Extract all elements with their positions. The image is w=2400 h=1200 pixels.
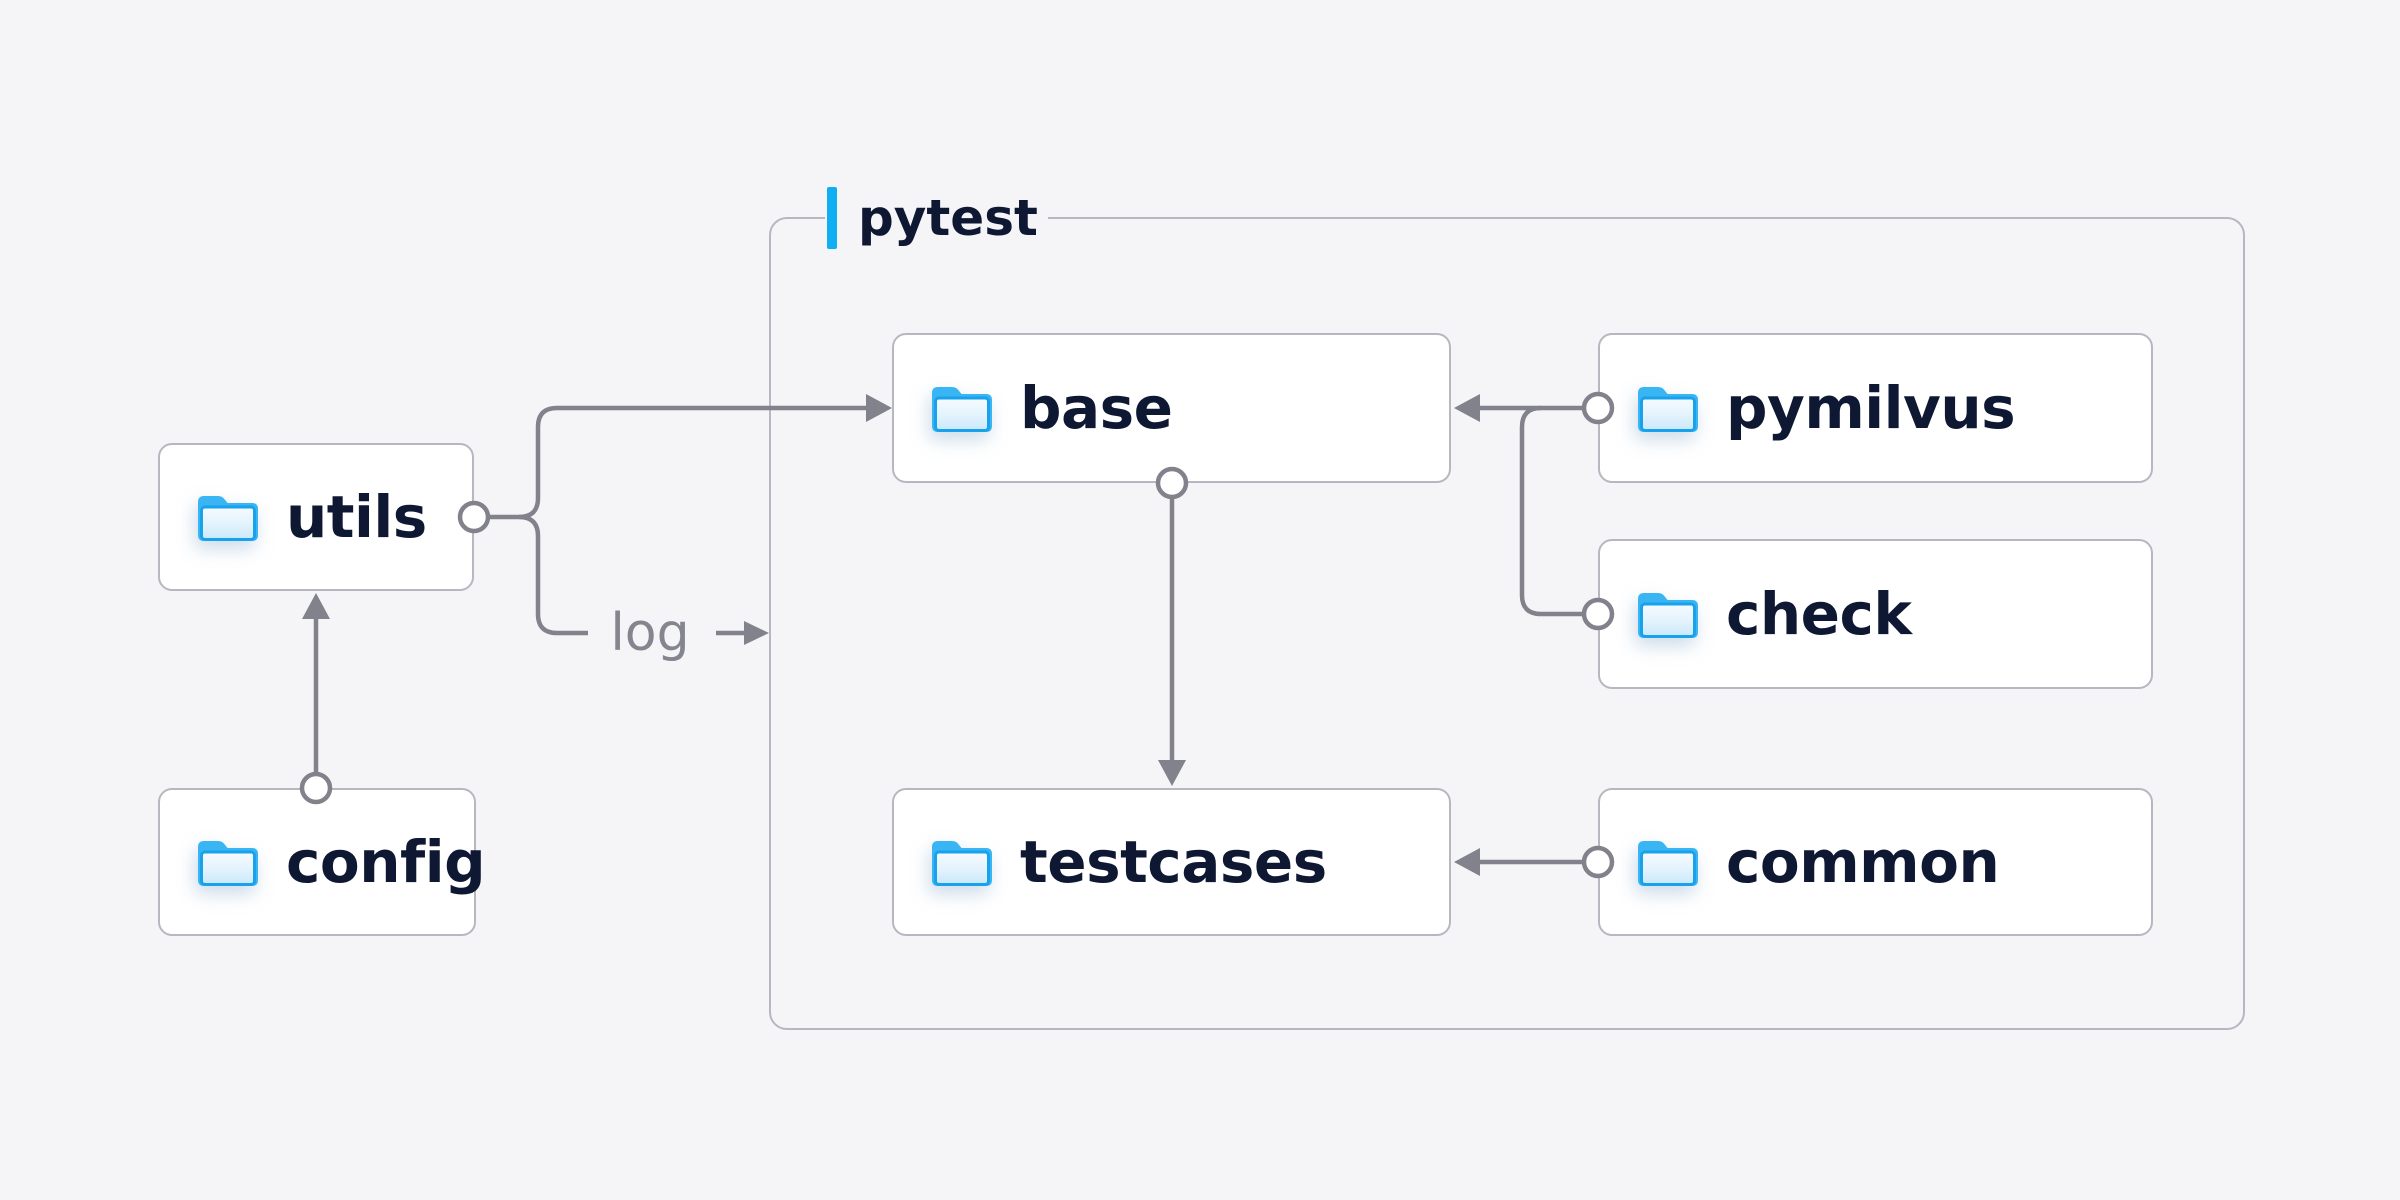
- node-base: base: [892, 333, 1451, 483]
- arrowhead-up-icon: [302, 593, 330, 619]
- folder-icon: [1638, 386, 1698, 432]
- edge-label-log: log: [610, 603, 690, 663]
- folder-icon: [198, 840, 258, 886]
- node-label: config: [286, 828, 486, 896]
- node-check: check: [1598, 539, 2153, 689]
- folder-icon: [932, 386, 992, 432]
- legend-accent-bar: [827, 187, 837, 249]
- node-common: common: [1598, 788, 2153, 936]
- folder-icon: [1638, 840, 1698, 886]
- folder-icon: [932, 840, 992, 886]
- node-config: config: [158, 788, 486, 936]
- arrowhead-right-icon: [744, 621, 769, 645]
- pytest-container: pytest: [769, 186, 2245, 1030]
- folder-icon: [1638, 592, 1698, 638]
- node-utils: utils: [158, 443, 474, 591]
- pytest-legend: pytest: [825, 186, 1048, 250]
- node-pymilvus: pymilvus: [1598, 333, 2153, 483]
- edge-config-utils: [299, 593, 333, 805]
- pytest-label: pytest: [858, 189, 1038, 247]
- node-label: testcases: [1020, 828, 1327, 896]
- folder-icon: [198, 495, 258, 541]
- node-testcases: testcases: [892, 788, 1451, 936]
- node-label: base: [1020, 374, 1173, 442]
- node-label: common: [1726, 828, 2000, 896]
- node-label: utils: [286, 483, 427, 551]
- node-label: check: [1726, 580, 1912, 648]
- node-label: pymilvus: [1726, 374, 2016, 442]
